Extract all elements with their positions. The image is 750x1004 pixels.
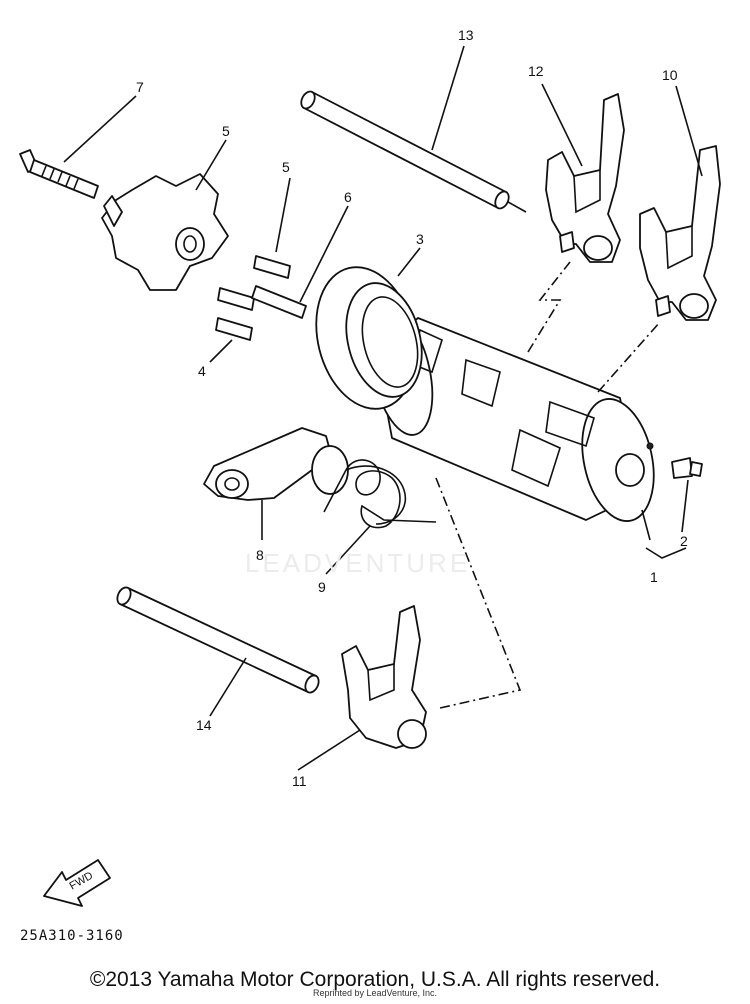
part-10-shift-fork <box>639 145 721 321</box>
callout-10: 10 <box>662 67 678 83</box>
part-3-bearing <box>315 266 423 410</box>
callout-3: 3 <box>416 231 424 247</box>
part-13-shift-rod <box>300 90 527 213</box>
callout-6: 6 <box>344 189 352 205</box>
callout-1: 1 <box>650 569 658 585</box>
callout-5-upper: 5 <box>282 159 290 175</box>
callout-2: 2 <box>680 533 688 549</box>
reprint-notice: Reprinted by LeadVenture, Inc. <box>312 988 438 998</box>
part-2-screw <box>671 457 703 479</box>
copyright-notice: ©2013 Yamaha Motor Corporation, U.S.A. A… <box>89 968 661 991</box>
part-12-shift-fork <box>545 93 625 263</box>
diagram-code: 25A310-3160 <box>20 928 124 944</box>
callout-9: 9 <box>318 579 326 595</box>
watermark: LEADVENTURE <box>245 548 471 578</box>
part-14-shift-rod <box>116 586 320 694</box>
callout-7: 7 <box>136 79 144 95</box>
part-7-bolt <box>19 149 99 199</box>
part-6-long-pin <box>251 285 307 319</box>
part-11-shift-fork <box>341 605 427 749</box>
forward-arrow-icon: FWD <box>43 859 111 907</box>
part-8-stopper-lever <box>203 427 349 501</box>
part-4-segment <box>101 173 229 291</box>
callout-12: 12 <box>528 63 544 79</box>
callout-13: 13 <box>458 27 474 43</box>
callout-11: 11 <box>292 773 307 789</box>
callout-5-lower: 4 <box>198 363 206 379</box>
callout-8: 8 <box>256 547 264 563</box>
callout-14: 14 <box>196 717 212 733</box>
part-5-pins <box>215 255 291 341</box>
callout-4: 5 <box>222 123 230 139</box>
part-9-torsion-spring <box>323 459 437 529</box>
leader-lines <box>63 45 703 771</box>
exploded-parts-diagram: 13 12 10 7 5 5 6 3 4 8 9 2 1 14 11 FWD <box>19 27 721 907</box>
